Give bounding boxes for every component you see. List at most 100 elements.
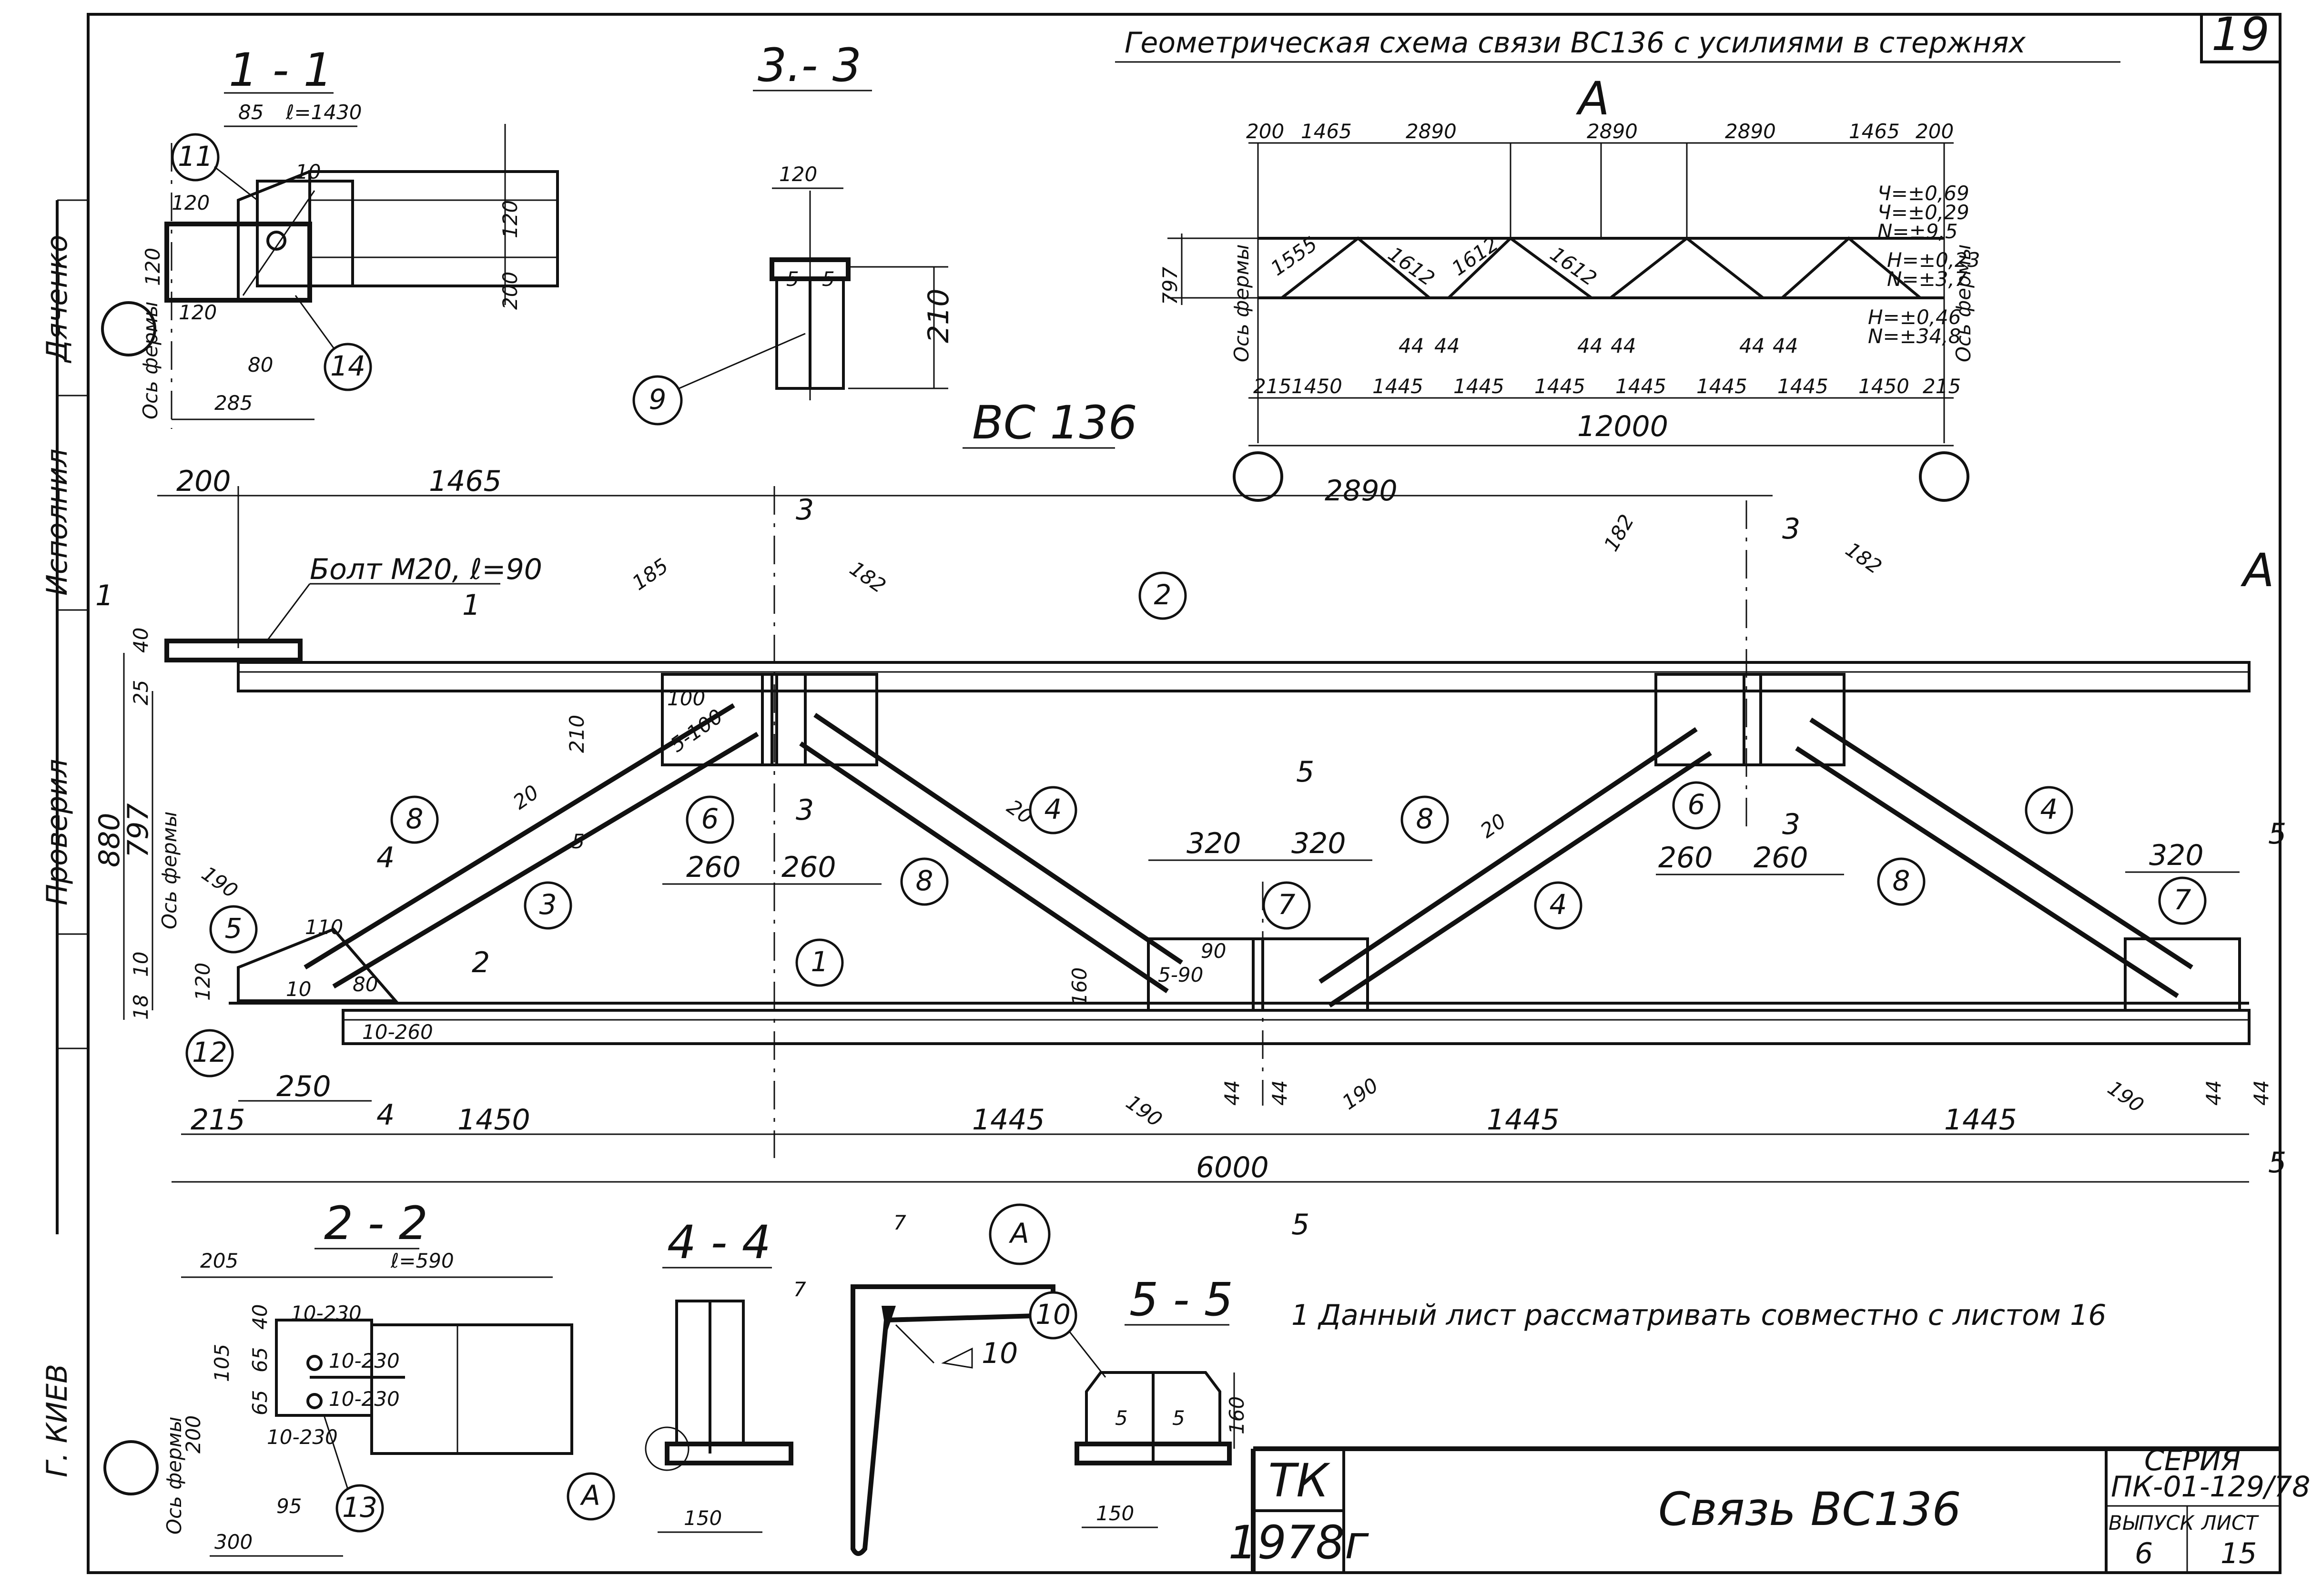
geometric-scheme: Геометрическая схема связи ВС136 с усили…: [1115, 26, 2120, 502]
stamp-name-3: Проверил: [41, 759, 74, 905]
s11-dim-10: 10: [295, 160, 321, 183]
s22-weld-1: 10-230: [291, 1301, 362, 1325]
svg-text:6: 6: [1688, 788, 1705, 821]
callout-A-ref: А: [567, 1472, 615, 1521]
sec-mark-3b: 3: [796, 793, 814, 827]
s11-dim-120c: 120: [498, 200, 522, 238]
schema-bot-dim-7: 1445: [1696, 375, 1747, 398]
main-bot-dim-2: 1450: [457, 1103, 530, 1137]
sec-mark-5c: 5: [2268, 1146, 2286, 1179]
gusset-dim-3: 320: [1186, 827, 1241, 860]
page-number-box: [2200, 13, 2282, 63]
section-2-2-label: 2 - 2: [324, 1197, 428, 1250]
schema-force-1: Ч=±0,69: [1877, 182, 1969, 205]
svg-text:8: 8: [1416, 803, 1434, 835]
svg-text:4: 4: [2040, 793, 2058, 825]
section-1-1-label: 1 - 1: [229, 43, 333, 97]
stamp-name-1: Дяченко: [41, 234, 74, 364]
s11-dim-120a: 120: [172, 191, 210, 214]
misc-190d: 190: [2103, 1076, 2148, 1117]
section-4-4: 4 - 4 150 А: [567, 1216, 793, 1533]
main-total: 6000: [1196, 1151, 1269, 1184]
main-bot-dim-5: 1445: [1944, 1103, 2017, 1137]
schema-force-3: N=±9,5: [1877, 220, 1958, 243]
callout-8a: 8: [390, 795, 439, 844]
misc-190c: 190: [1338, 1073, 1383, 1114]
main-height-40: 40: [129, 628, 152, 653]
schema-bot-dim-9: 1450: [1858, 375, 1909, 398]
svg-text:2: 2: [1154, 579, 1172, 611]
s22-dim-105: 105: [210, 1344, 233, 1382]
misc-80: 80: [353, 973, 378, 996]
main-height-120: 120: [191, 963, 214, 1001]
s11-dim-l: ℓ=1430: [285, 101, 362, 124]
s55-weld-b: 5: [1172, 1406, 1185, 1430]
svg-text:10: 10: [1035, 1298, 1071, 1331]
svg-text:14: 14: [330, 350, 365, 382]
svg-text:9: 9: [649, 383, 667, 416]
svg-text:7: 7: [1278, 888, 1296, 921]
svg-text:3: 3: [539, 888, 557, 921]
schema-total: 12000: [1577, 410, 1668, 443]
callout-7b: 7: [2158, 876, 2207, 925]
title-block: ТК 1978г Связь ВС136 СЕРИЯ ПК-01-129/78 …: [1228, 1444, 2310, 1573]
s22-weld-4: 10-230: [267, 1425, 338, 1449]
callout-1: 1: [795, 938, 844, 987]
svg-text:А: А: [579, 1479, 600, 1512]
gusset-dim-4: 320: [1291, 827, 1346, 860]
schema-height: 797: [1158, 267, 1182, 305]
svg-text:6: 6: [701, 803, 719, 835]
s22-dim-65a: 65: [248, 1347, 272, 1372]
schema-top-dim-7: 200: [1916, 120, 1954, 143]
schema-gap-2: 44: [1434, 334, 1460, 357]
sec-mark-4b: 4: [376, 1098, 395, 1132]
s22-axis-label: Ось фермы: [162, 1416, 186, 1535]
s11-dim-200: 200: [498, 272, 522, 310]
s22-dim-65b: 65: [248, 1390, 272, 1415]
callout-8d: 8: [1877, 857, 1926, 906]
s11-dim-80: 80: [248, 353, 273, 376]
misc-182c: 182: [1841, 538, 1886, 579]
schema-bot-dim-2: 1450: [1291, 375, 1342, 398]
callout-11: 11: [171, 133, 220, 182]
s11-dim-120d: 120: [141, 248, 164, 286]
svg-text:1: 1: [811, 945, 829, 978]
misc-100: 100: [667, 687, 705, 710]
callout-8c: 8: [1400, 795, 1449, 844]
main-height-797: 797: [122, 803, 155, 858]
schema-bot-dim-6: 1445: [1615, 375, 1666, 398]
gusset-dim-1: 260: [686, 851, 741, 884]
svg-text:13: 13: [342, 1491, 377, 1524]
main-height-880: 880: [93, 813, 126, 867]
callout-4c: 4: [2025, 786, 2073, 834]
gusset-dim-2: 260: [781, 851, 836, 884]
schema-axis-letter: А: [1575, 72, 1610, 125]
misc-190b: 190: [1122, 1090, 1166, 1131]
tb-sheet-label: ЛИСТ: [2200, 1511, 2259, 1535]
callout-4b: 4: [1534, 881, 1582, 930]
gusset-dim-6: 260: [1754, 841, 1808, 874]
schema-force-2: Ч=±0,29: [1877, 201, 1969, 224]
misc-250: 250: [276, 1070, 331, 1103]
misc-44a: 44: [1220, 1080, 1244, 1106]
svg-text:А: А: [1008, 1217, 1029, 1250]
s22-dim-40: 40: [248, 1304, 272, 1330]
svg-text:4: 4: [1044, 793, 1062, 825]
misc-44c: 44: [2202, 1080, 2225, 1106]
schema-gap-1: 44: [1399, 334, 1424, 357]
s22-weld-3: 10-230: [329, 1387, 400, 1411]
s22-dim-205: 205: [200, 1249, 238, 1272]
svg-text:8: 8: [916, 864, 933, 897]
main-height-210a: 210: [565, 715, 588, 753]
gusset-dim-5: 260: [1658, 841, 1713, 874]
tb-series-no: ПК-01-129/78: [2111, 1470, 2310, 1504]
sheet-frame: [87, 13, 2282, 1574]
callout-4a: 4: [1029, 786, 1077, 834]
callout-9: 9: [632, 375, 683, 426]
callout-10: 10: [1029, 1291, 1077, 1340]
tb-year: 1978г: [1228, 1516, 1369, 1569]
misc-90: 90: [1201, 939, 1226, 963]
sec-mark-5b: 5: [2268, 817, 2286, 851]
main-bot-dim-3: 1445: [972, 1103, 1045, 1137]
callout-5: 5: [209, 905, 258, 954]
